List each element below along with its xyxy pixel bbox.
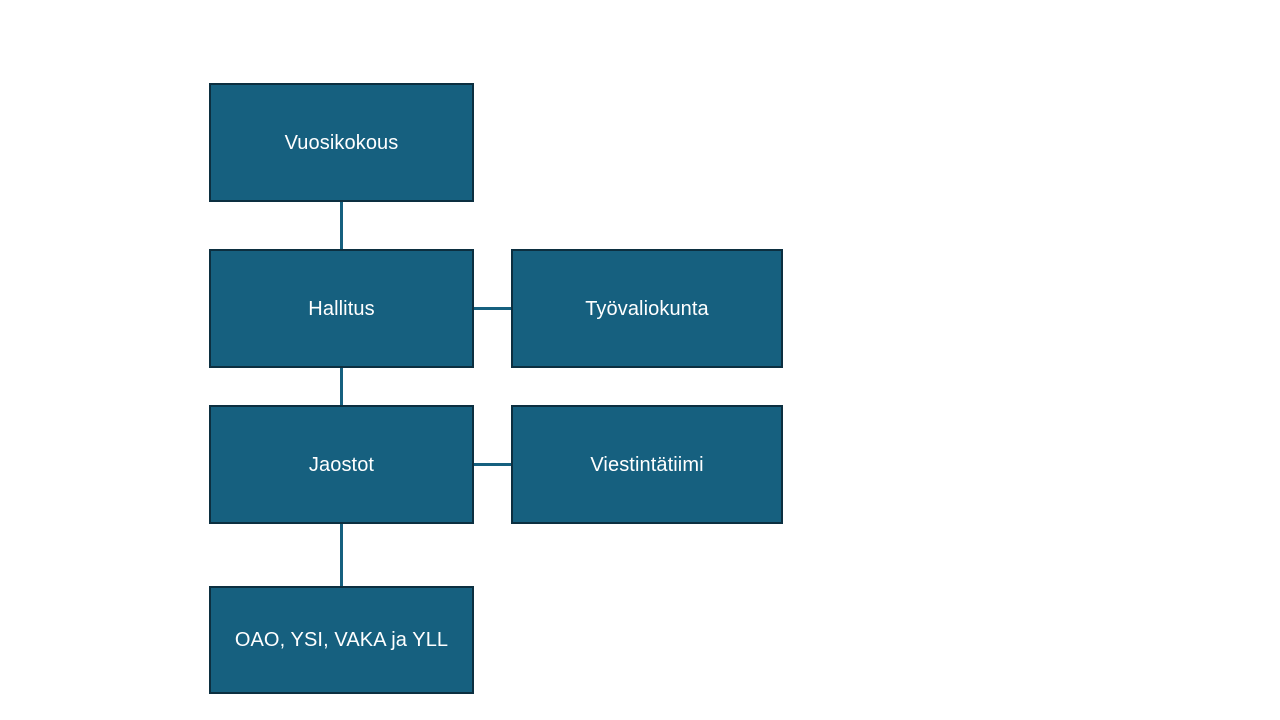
node-label-viestintatiimi: Viestintätiimi [590,453,704,476]
node-vuosikokous[interactable]: Vuosikokous [209,83,474,202]
node-label-vuosikokous: Vuosikokous [284,131,399,154]
node-label-tyovaliokunta: Työvaliokunta [585,297,709,320]
node-viestintatiimi[interactable]: Viestintätiimi [511,405,783,524]
connector-vuosikokous-hallitus [340,202,343,249]
node-tyovaliokunta[interactable]: Työvaliokunta [511,249,783,368]
connector-hallitus-jaostot [340,368,343,405]
node-hallitus[interactable]: Hallitus [209,249,474,368]
node-label-osastot: OAO, YSI, VAKA ja YLL [234,629,449,651]
connector-hallitus-tyovaliokunta [474,307,511,310]
node-label-jaostot: Jaostot [308,453,375,476]
node-label-hallitus: Hallitus [308,297,375,320]
node-jaostot[interactable]: Jaostot [209,405,474,524]
node-osastot[interactable]: OAO, YSI, VAKA ja YLL [209,586,474,694]
connector-jaostot-osastot [340,524,343,586]
connector-jaostot-viestintatiimi [474,463,511,466]
